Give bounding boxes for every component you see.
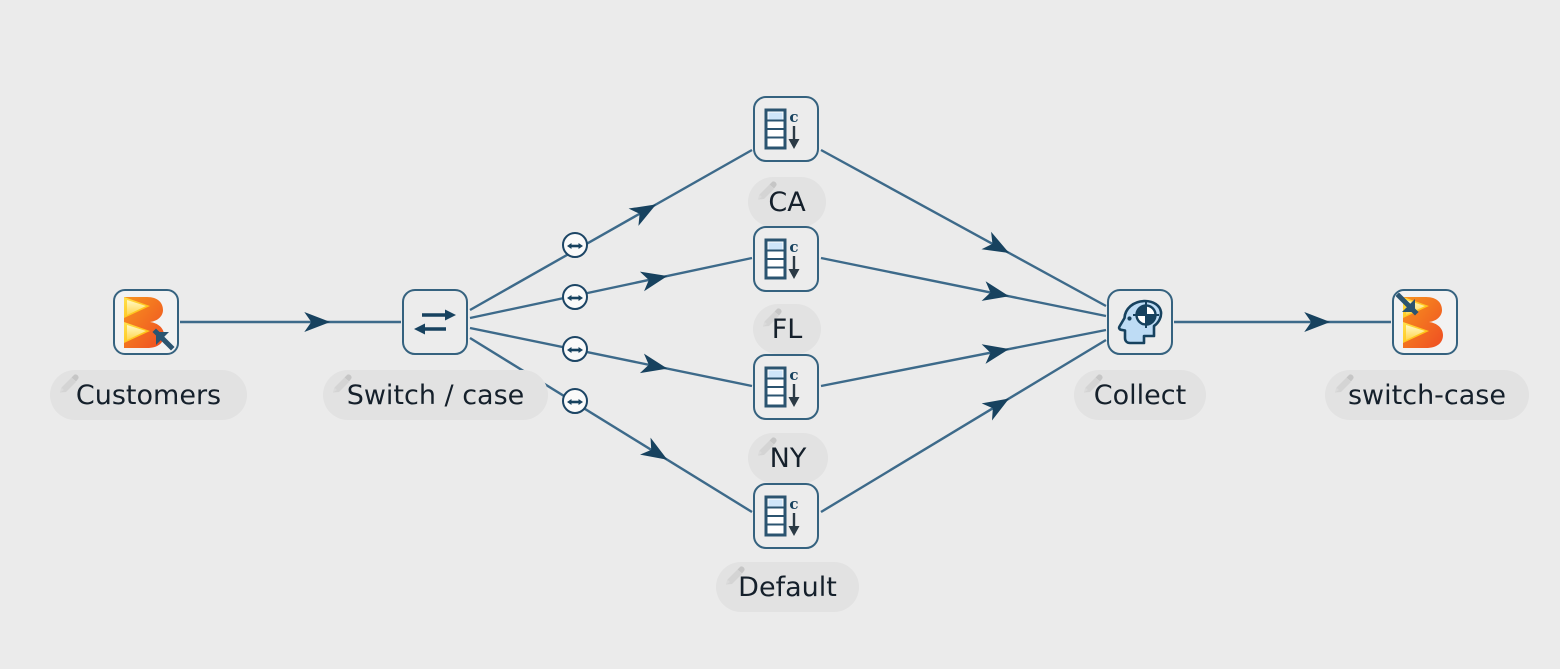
node-label-switch-case[interactable]: Switch / case xyxy=(323,370,548,420)
node-label-text: Switch / case xyxy=(346,379,525,411)
edge-line xyxy=(469,256,753,320)
edge-line xyxy=(469,148,753,312)
column-sort-icon: c xyxy=(762,107,810,151)
edge-line xyxy=(820,256,1107,318)
edge-line xyxy=(820,328,1107,388)
node-label-text: CA xyxy=(768,186,806,218)
node-switch-case-output[interactable] xyxy=(1392,289,1458,355)
node-branch-ny[interactable]: c xyxy=(753,354,819,420)
edge-arrowhead-icon xyxy=(981,281,1010,301)
node-label-collect[interactable]: Collect xyxy=(1074,370,1206,420)
switch-arrows-icon xyxy=(412,302,458,342)
workflow-edge[interactable] xyxy=(820,328,1107,388)
edge-arrowhead-icon xyxy=(981,231,1010,253)
bidirectional-arrow-icon xyxy=(567,392,583,411)
node-label-text: NY xyxy=(769,442,807,474)
svg-text:c: c xyxy=(789,238,798,256)
node-label-branch-default[interactable]: Default xyxy=(716,562,859,612)
workflow-edge[interactable] xyxy=(820,256,1107,318)
node-label-text: FL xyxy=(771,313,803,345)
edge-arrowhead-icon xyxy=(628,204,657,226)
workflow-edge[interactable] xyxy=(820,338,1107,514)
node-label-text: Collect xyxy=(1093,379,1187,411)
edge-arrowhead-icon xyxy=(1304,312,1331,332)
svg-text:c: c xyxy=(789,108,798,126)
node-branch-default[interactable]: c xyxy=(753,483,819,549)
column-sort-icon: c xyxy=(762,494,810,538)
column-sort-icon: c xyxy=(762,237,810,281)
edge-line xyxy=(820,338,1107,514)
bigquery-sink-logo-icon xyxy=(1396,293,1454,351)
workflow-edge[interactable] xyxy=(469,148,753,312)
node-label-text: switch-case xyxy=(1347,379,1506,411)
edge-arrowhead-icon xyxy=(981,344,1010,364)
node-label-text: Customers xyxy=(75,379,222,411)
edge-badge-badge-default[interactable] xyxy=(562,388,588,414)
edge-line xyxy=(469,336,753,514)
edge-arrowhead-icon xyxy=(981,398,1010,421)
edge-badge-badge-ny[interactable] xyxy=(562,336,588,362)
edge-arrowhead-icon xyxy=(639,271,668,292)
workflow-edge[interactable] xyxy=(469,256,753,320)
edge-arrowhead-icon xyxy=(640,437,668,460)
bigquery-source-logo-icon xyxy=(117,293,175,351)
bidirectional-arrow-icon xyxy=(567,236,583,255)
workflow-edge[interactable] xyxy=(1174,312,1391,332)
node-switch-case[interactable] xyxy=(402,289,468,355)
svg-text:c: c xyxy=(789,495,798,513)
edge-badge-badge-ca[interactable] xyxy=(562,232,588,258)
node-branch-ca[interactable]: c xyxy=(753,96,819,162)
workflow-edge[interactable] xyxy=(820,148,1107,308)
bidirectional-arrow-icon xyxy=(567,340,583,359)
workflow-edge[interactable] xyxy=(469,326,753,388)
node-label-branch-ny[interactable]: NY xyxy=(748,433,828,483)
node-customers[interactable] xyxy=(113,289,179,355)
node-label-branch-ca[interactable]: CA xyxy=(748,177,826,227)
node-label-branch-fl[interactable]: FL xyxy=(753,304,821,354)
node-label-switch-case-output[interactable]: switch-case xyxy=(1325,370,1529,420)
node-label-text: Default xyxy=(738,571,837,603)
svg-text:c: c xyxy=(789,366,798,384)
workflow-edge[interactable] xyxy=(469,336,753,514)
edge-line xyxy=(820,148,1107,308)
node-branch-fl[interactable]: c xyxy=(753,226,819,292)
node-collect[interactable] xyxy=(1107,289,1173,355)
bidirectional-arrow-icon xyxy=(567,288,583,307)
edge-arrowhead-icon xyxy=(304,312,331,332)
edge-line xyxy=(469,326,753,388)
edge-arrowhead-icon xyxy=(639,353,668,374)
head-target-icon xyxy=(1116,298,1164,346)
edge-badge-badge-fl[interactable] xyxy=(562,284,588,310)
workflow-edge[interactable] xyxy=(180,312,401,332)
column-sort-icon: c xyxy=(762,365,810,409)
node-label-customers[interactable]: Customers xyxy=(50,370,247,420)
